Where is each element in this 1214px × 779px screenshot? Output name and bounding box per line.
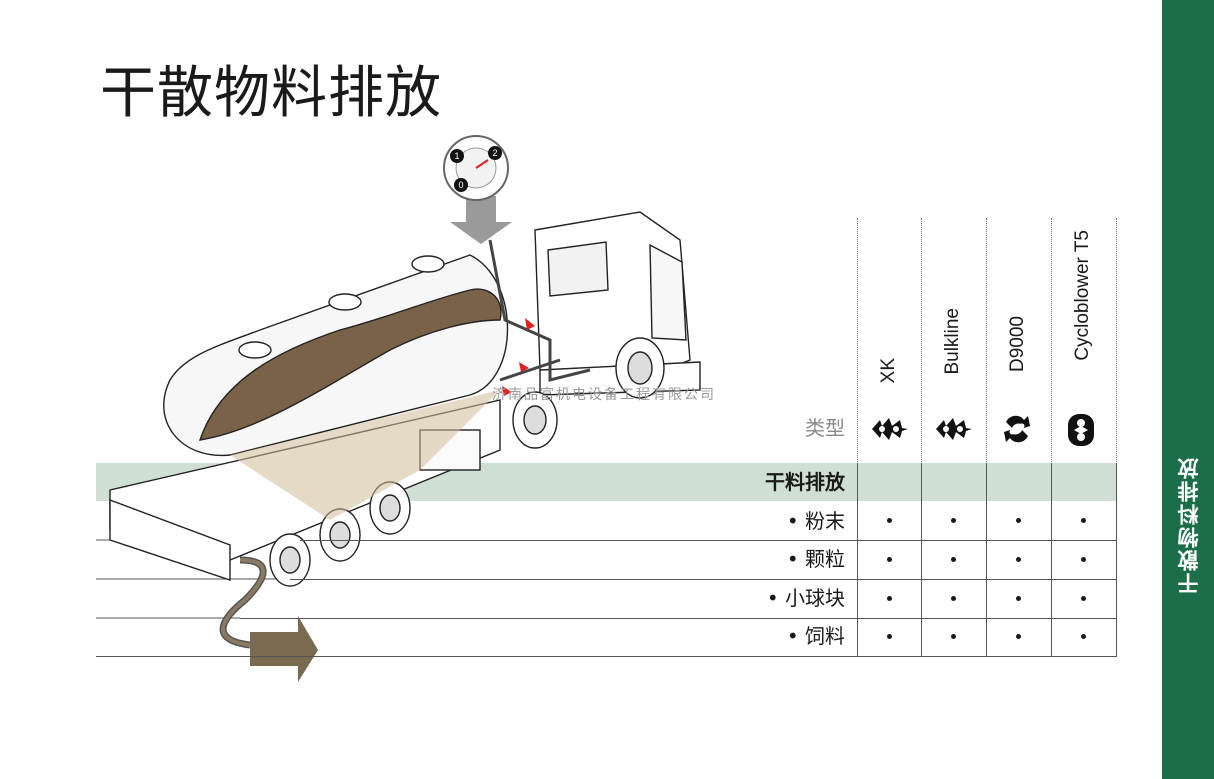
column-divider xyxy=(921,463,922,657)
column-header-d9000: D9000 xyxy=(1007,316,1028,372)
table-mark xyxy=(886,556,892,562)
table-line xyxy=(240,618,1117,619)
lobe-pump-icon xyxy=(872,418,908,440)
table-mark xyxy=(1015,595,1021,601)
sidebar xyxy=(1162,0,1214,779)
piping xyxy=(488,239,591,382)
row-label-feed: • 饲料 xyxy=(786,624,845,648)
row-label-granule: • 颗粒 xyxy=(786,547,845,571)
table-mark xyxy=(886,633,892,639)
gauge-tick-1: 1 xyxy=(454,151,459,161)
table-mark xyxy=(950,517,956,523)
column-divider xyxy=(1051,463,1052,657)
table-line xyxy=(290,579,1117,580)
table-mark xyxy=(1015,517,1021,523)
gauge-icon: 1 2 0 xyxy=(443,135,509,201)
flow-arrows xyxy=(502,318,535,396)
table-line xyxy=(300,540,1117,541)
table-mark xyxy=(1080,595,1086,601)
truck-cab xyxy=(512,211,701,449)
gauge-tick-0: 0 xyxy=(458,180,463,190)
column-header-xk: XK xyxy=(878,358,899,384)
row-label-pellet: • 小球块 xyxy=(766,586,845,610)
lobe-pump-icon xyxy=(936,418,972,440)
table-mark xyxy=(1080,633,1086,639)
column-header-cycloblower: Cycloblower T5 xyxy=(1072,230,1093,361)
gauge-tick-2: 2 xyxy=(492,148,497,158)
table-mark xyxy=(950,556,956,562)
watermark: 济南品富机电设备工程有限公司 xyxy=(492,387,716,403)
column-divider xyxy=(921,218,922,464)
table-mark xyxy=(950,633,956,639)
row-label-powder: • 粉末 xyxy=(786,509,845,533)
section-label: 干料排放 xyxy=(765,470,845,494)
table-mark xyxy=(1080,556,1086,562)
column-divider xyxy=(1116,218,1117,464)
table-mark xyxy=(1080,517,1086,523)
table-mark xyxy=(1015,556,1021,562)
vane-pump-icon xyxy=(1004,415,1030,443)
column-divider xyxy=(857,463,858,657)
column-header-bulkline: Bulkline xyxy=(942,308,963,375)
column-divider xyxy=(986,218,987,464)
table-mark xyxy=(1015,633,1021,639)
discharge-arrow-icon xyxy=(250,616,318,682)
column-divider xyxy=(1116,463,1117,657)
column-divider xyxy=(986,463,987,657)
table-mark xyxy=(950,595,956,601)
page-title: 干散物料排放 xyxy=(100,61,442,126)
table-mark xyxy=(886,595,892,601)
discharge-hose-inner xyxy=(221,558,266,647)
column-divider xyxy=(857,218,858,464)
column-divider xyxy=(1051,218,1052,464)
screw-pump-icon xyxy=(1068,414,1094,446)
table-mark xyxy=(886,517,892,523)
type-label: 类型 xyxy=(805,416,845,440)
table-line xyxy=(96,656,1117,657)
down-arrow-icon xyxy=(450,196,512,244)
tank xyxy=(163,254,509,520)
